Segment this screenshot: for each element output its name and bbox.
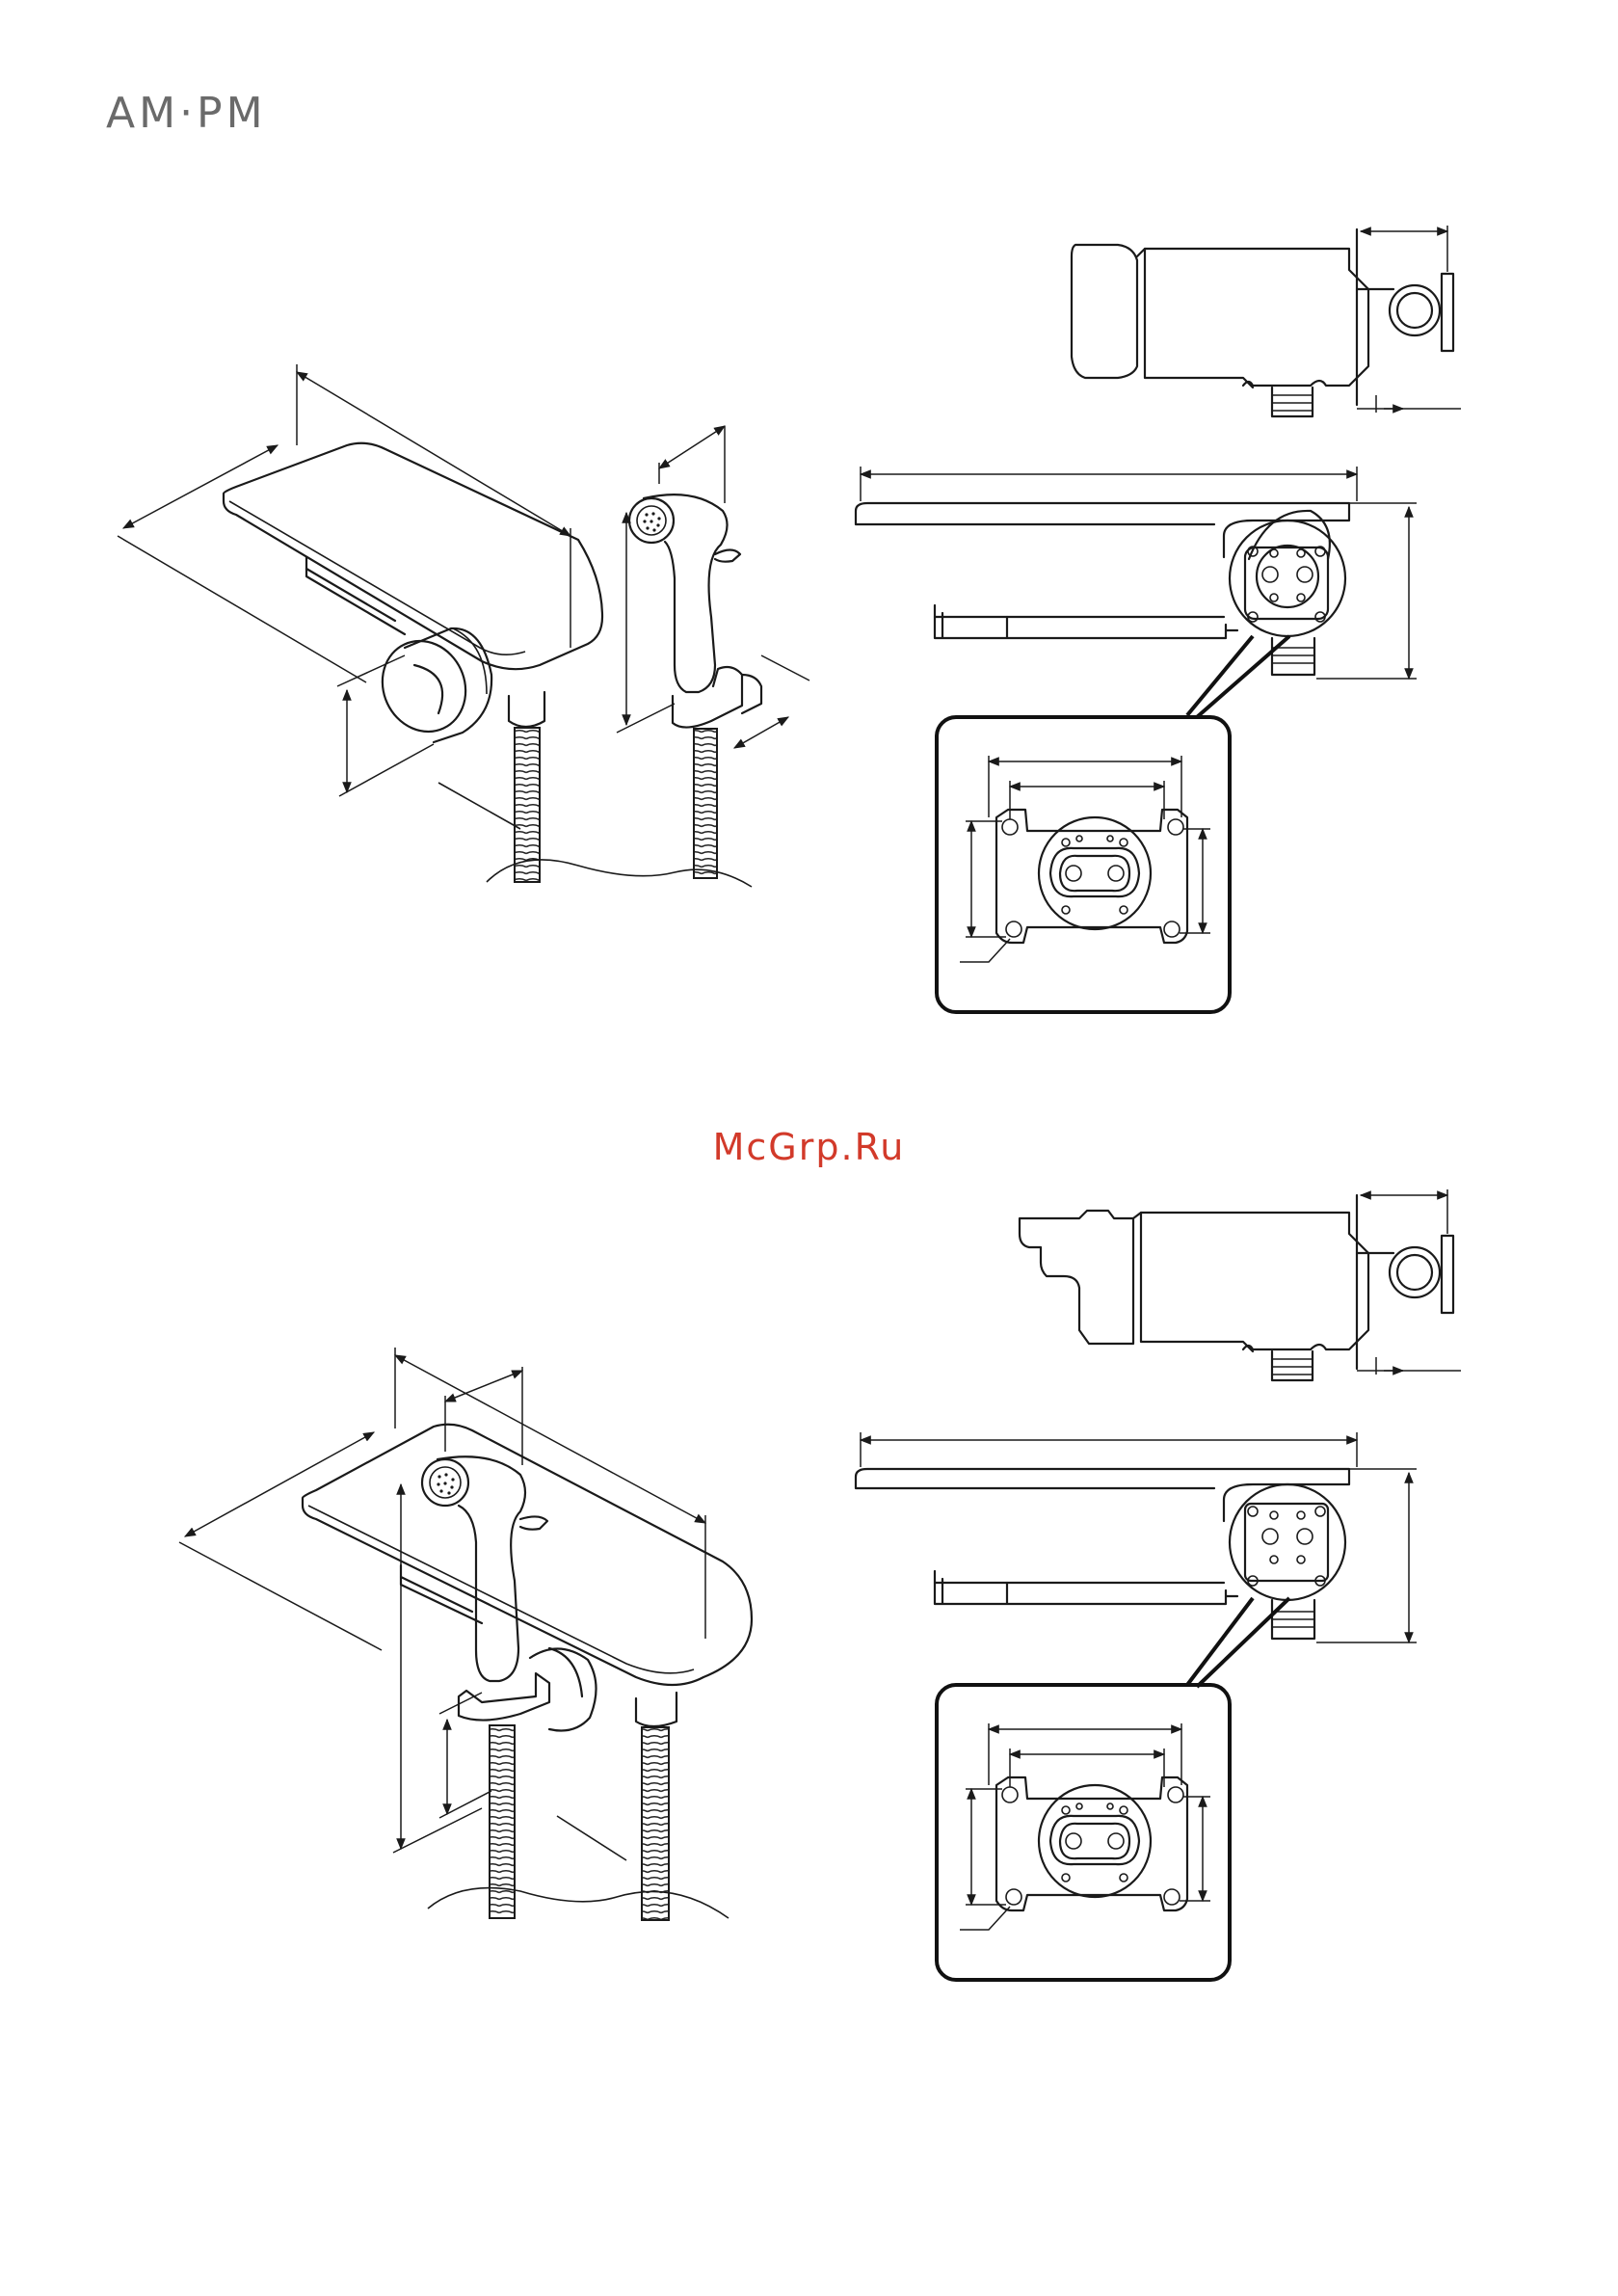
iso-view-2: [179, 1348, 752, 1920]
watermark-text: McGrp.Ru: [0, 1126, 1618, 1168]
detail-view-2: [937, 1685, 1230, 1980]
detail-view-1: [937, 717, 1230, 1012]
side-view-2: [1020, 1189, 1461, 1380]
iso-view-1: [118, 364, 809, 887]
front-view-2: [856, 1432, 1417, 1687]
front-view-1: [856, 467, 1417, 717]
side-view-1: [1072, 226, 1461, 416]
